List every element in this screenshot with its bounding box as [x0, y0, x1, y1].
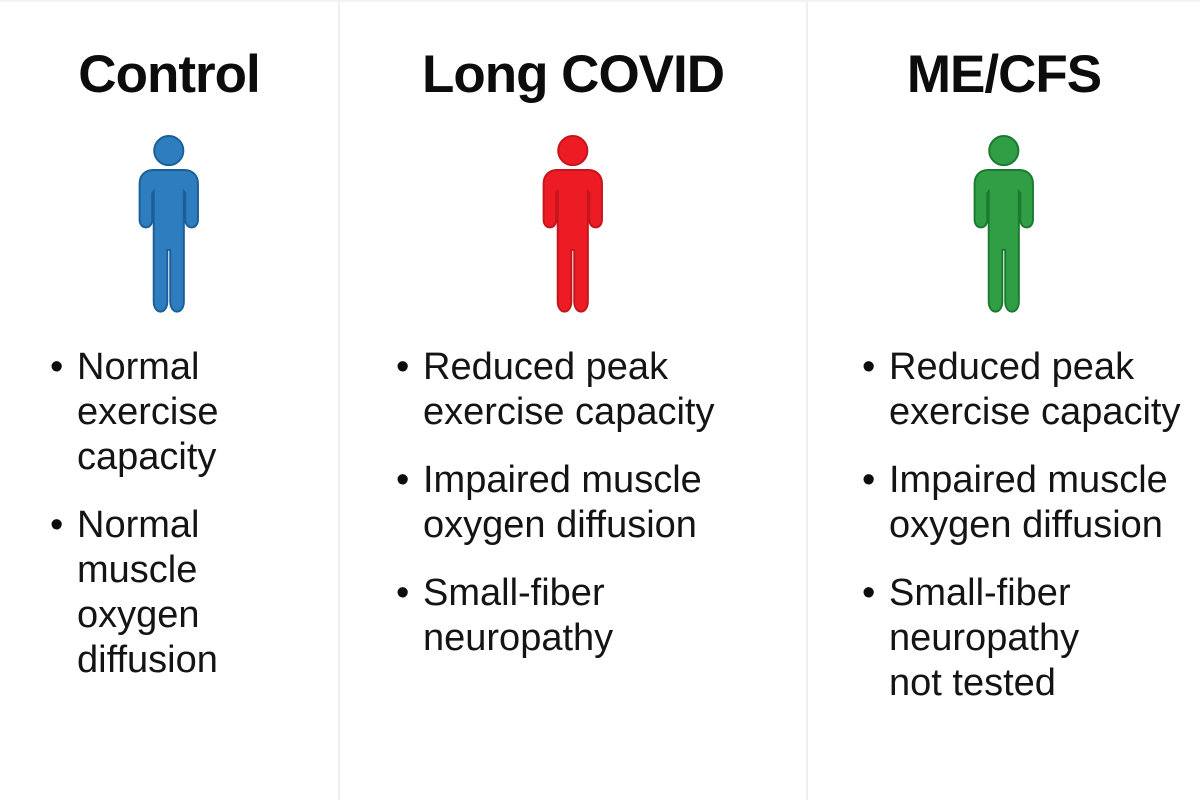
bullet-item: • Small-fiber neuropathy: [396, 571, 778, 661]
bullet-item: • Impaired muscle oxygen diffusion: [396, 458, 778, 548]
icon-row: [0, 135, 338, 315]
bullet-dot: •: [862, 346, 876, 388]
bullet-dot: •: [862, 572, 876, 614]
bullet-text: Impaired muscle oxygen diffusion: [889, 459, 1168, 546]
bullet-item: • Impaired muscle oxygen diffusion: [862, 458, 1194, 548]
bullet-text: Impaired muscle oxygen diffusion: [423, 459, 702, 546]
bullet-text: Small-fiber neuropathy not tested: [889, 572, 1080, 704]
column-long-covid: Long COVID • Reduced peak exercise capac…: [338, 2, 806, 800]
column-me-cfs: ME/CFS • Reduced peak exercise capacity …: [806, 2, 1200, 800]
bullet-text: Normal exercise capacity: [77, 346, 219, 478]
bullet-text: Reduced peak exercise capacity: [423, 346, 715, 433]
bullet-text: Small-fiber neuropathy: [423, 572, 614, 659]
icon-row: [340, 135, 806, 315]
person-icon: [138, 135, 200, 313]
bullet-dot: •: [396, 459, 410, 501]
bullet-list: • Reduced peak exercise capacity • Impai…: [340, 345, 806, 661]
bullet-item: • Reduced peak exercise capacity: [396, 345, 778, 435]
column-control: Control • Normal exercise capacity • Nor…: [0, 2, 338, 800]
person-icon: [973, 135, 1035, 313]
bullet-item: • Reduced peak exercise capacity: [862, 345, 1194, 435]
column-title-long-covid: Long COVID: [421, 45, 725, 104]
bullet-list: • Reduced peak exercise capacity • Impai…: [808, 345, 1200, 706]
bullet-list: • Normal exercise capacity • Normal musc…: [0, 345, 338, 683]
column-title-control: Control: [78, 45, 260, 104]
bullet-text: Reduced peak exercise capacity: [889, 346, 1181, 433]
column-title-me-cfs: ME/CFS: [906, 45, 1102, 104]
bullet-dot: •: [396, 346, 410, 388]
bullet-item: • Small-fiber neuropathy not tested: [862, 571, 1194, 706]
bullet-dot: •: [50, 504, 64, 546]
bullet-dot: •: [50, 346, 64, 388]
bullet-dot: •: [396, 572, 410, 614]
bullet-text: Normal muscle oxygen diffusion: [77, 504, 218, 681]
person-icon: [542, 135, 604, 313]
bullet-item: • Normal muscle oxygen diffusion: [50, 503, 320, 683]
bullet-dot: •: [862, 459, 876, 501]
icon-row: [808, 135, 1200, 315]
bullet-item: • Normal exercise capacity: [50, 345, 320, 480]
